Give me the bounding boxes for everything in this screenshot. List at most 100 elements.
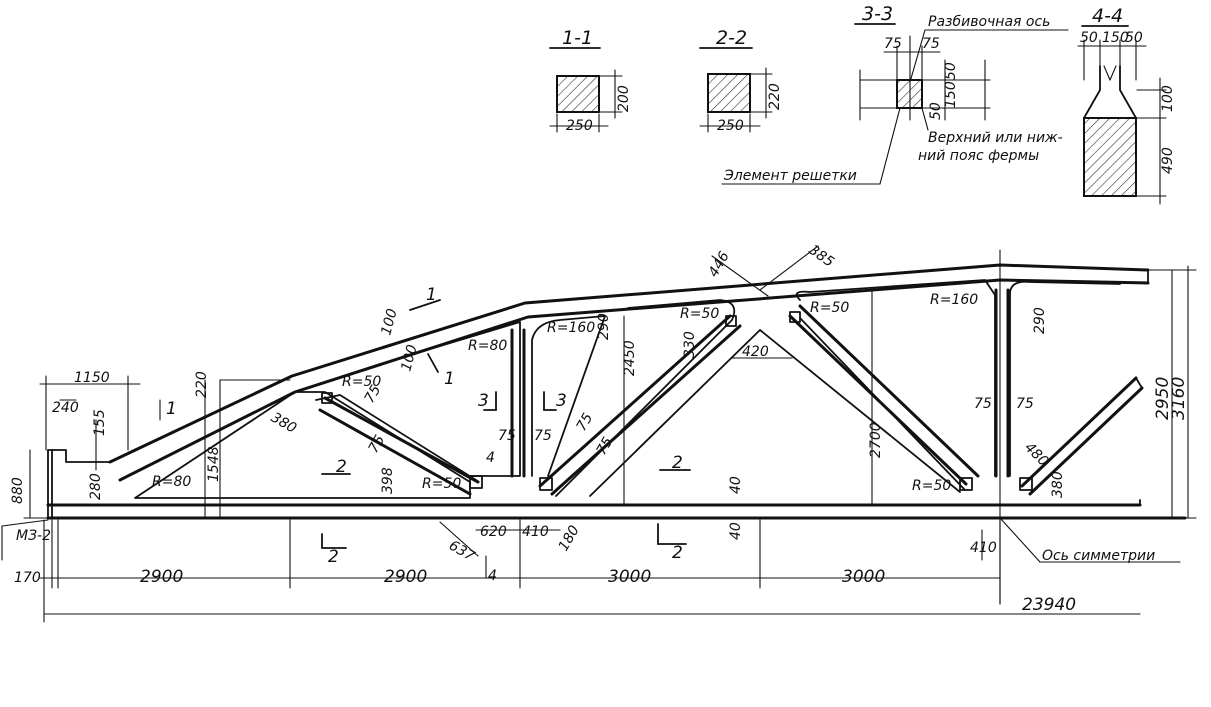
dim-label: 75 (574, 410, 597, 434)
section-3-3-dim-mid: 150 (943, 81, 959, 108)
dim-label: 170 (14, 570, 41, 586)
dim-label: 2900 (384, 567, 427, 587)
dim-label: 330 (682, 331, 698, 358)
section-1-1-profile (556, 75, 600, 113)
cut-mark: 1 (444, 369, 455, 389)
cut-mark: 3 (556, 391, 567, 411)
dim-label: 23940 (1022, 595, 1076, 615)
section-2-2-height: 220 (767, 83, 783, 110)
dim-label: 3000 (842, 567, 885, 587)
dim-label: 4 (488, 568, 497, 584)
radius-label: R=160 (930, 292, 978, 308)
section-1-1-height: 200 (616, 85, 632, 112)
section-1-1-title: 1-1 (562, 27, 593, 49)
cut-mark: 1 (166, 399, 177, 419)
section-4-4-h2: 490 (1160, 147, 1176, 174)
chord-note-line1: Верхний или ниж- (928, 130, 1063, 146)
section-3-3-dim-bottom: 50 (928, 102, 944, 120)
dim-label: 75 (534, 428, 552, 444)
section-4-4-h1: 100 (1160, 85, 1176, 112)
dim-label: 637 (446, 538, 477, 565)
cut-mark: 3 (478, 391, 489, 411)
section-2-2-profile (707, 73, 751, 113)
section-3-3-dim-top: 50 (943, 62, 959, 80)
ref-mark: МЗ-2 (16, 528, 51, 544)
dim-label: 2450 (622, 340, 638, 376)
dim-label: 4 (486, 450, 495, 466)
dim-label: 280 (88, 473, 104, 500)
vertical-posts (510, 288, 1010, 478)
dim-label: 40 (728, 476, 744, 494)
dim-label: 75 (594, 434, 617, 458)
dim-label: 398 (380, 467, 396, 494)
dim-label: 480 (1021, 440, 1051, 470)
dim-label: 2950 (1153, 377, 1173, 420)
cut-mark: 2 (672, 453, 683, 473)
truss-elevation: R=80 R=50 R=80 R=160 R=50 R=50 R=160 R=5… (1, 242, 1197, 623)
section-4-4-profile (1083, 117, 1137, 197)
dim-label: 75 (1016, 396, 1034, 412)
dim-label: 75 (366, 432, 389, 456)
dim-label: 75 (498, 428, 516, 444)
cut-mark: 2 (336, 457, 347, 477)
dim-label: 880 (10, 477, 26, 504)
lattice-element-note: Элемент решетки (723, 168, 857, 184)
dim-label: 420 (742, 344, 769, 360)
truss-dimension-lines (1, 245, 1197, 623)
radius-label: R=80 (468, 338, 507, 354)
panel-openings (134, 279, 1121, 499)
section-3-3-dim-left: 75 (884, 36, 902, 52)
dim-label: 3000 (608, 567, 651, 587)
lattice-diagonals (318, 304, 1144, 496)
radius-label: R=50 (342, 374, 381, 390)
section-3-3-dim-right: 75 (922, 36, 940, 52)
dim-label: 410 (970, 540, 997, 556)
section-3-3-profile (896, 79, 923, 109)
bottom-chord (46, 499, 1187, 520)
top-chord (108, 263, 1150, 482)
dim-label: 446 (706, 249, 733, 280)
dim-label: 100 (378, 307, 400, 337)
section-4-4-w2: 150 (1102, 30, 1129, 46)
dim-label: 1150 (74, 370, 110, 386)
dim-label: 290 (1032, 307, 1048, 334)
section-3-3-title: 3-3 (862, 3, 893, 25)
section-4-4-w3: 50 (1125, 30, 1143, 46)
cut-mark: 1 (426, 285, 437, 305)
section-cut-markers: 1 1 1 2 2 2 2 3 3 (166, 285, 683, 567)
dim-label: 220 (194, 371, 210, 398)
radius-label: R=50 (912, 478, 951, 494)
bottom-dimension-chain: 170 2900 2900 3000 3000 23940 (14, 567, 1076, 615)
chord-note-line2: ний пояс фермы (918, 148, 1039, 164)
truss-dimension-text: 1150 240 155 220 280 1548 880 100 100 38… (10, 242, 1189, 584)
joint-nodes (321, 311, 1033, 491)
radius-label: R=160 (547, 320, 595, 336)
section-1-1-width: 250 (566, 118, 593, 134)
cut-mark: 2 (672, 543, 683, 563)
dim-label: 75 (974, 396, 992, 412)
cut-mark: 2 (328, 547, 339, 567)
dim-label: 75 (362, 382, 385, 406)
dim-label: 380 (1050, 471, 1066, 498)
radius-label: R=80 (152, 474, 191, 490)
radius-label: R=50 (680, 306, 719, 322)
dim-label: 40 (728, 522, 744, 540)
dim-label: 2900 (140, 567, 183, 587)
section-4-4: 4-4 50 150 50 100 490 (1077, 5, 1176, 205)
dim-label: 155 (92, 409, 108, 436)
dim-label: 385 (806, 242, 837, 270)
section-4-4-title: 4-4 (1092, 5, 1123, 27)
section-4-4-w1: 50 (1080, 30, 1098, 46)
dim-label: 290 (596, 313, 612, 340)
dim-label: 620 (480, 524, 507, 540)
support-end (47, 449, 111, 519)
radius-label: R=50 (810, 300, 849, 316)
dim-label: 240 (52, 400, 79, 416)
symmetry-axis-label: Ось симметрии (1042, 548, 1155, 564)
dim-label: 410 (522, 524, 549, 540)
layout-axis-label: Разбивочная ось (928, 14, 1050, 30)
section-2-2-title: 2-2 (716, 27, 747, 49)
radius-label: R=50 (422, 476, 461, 492)
dim-label: 380 (268, 410, 299, 437)
